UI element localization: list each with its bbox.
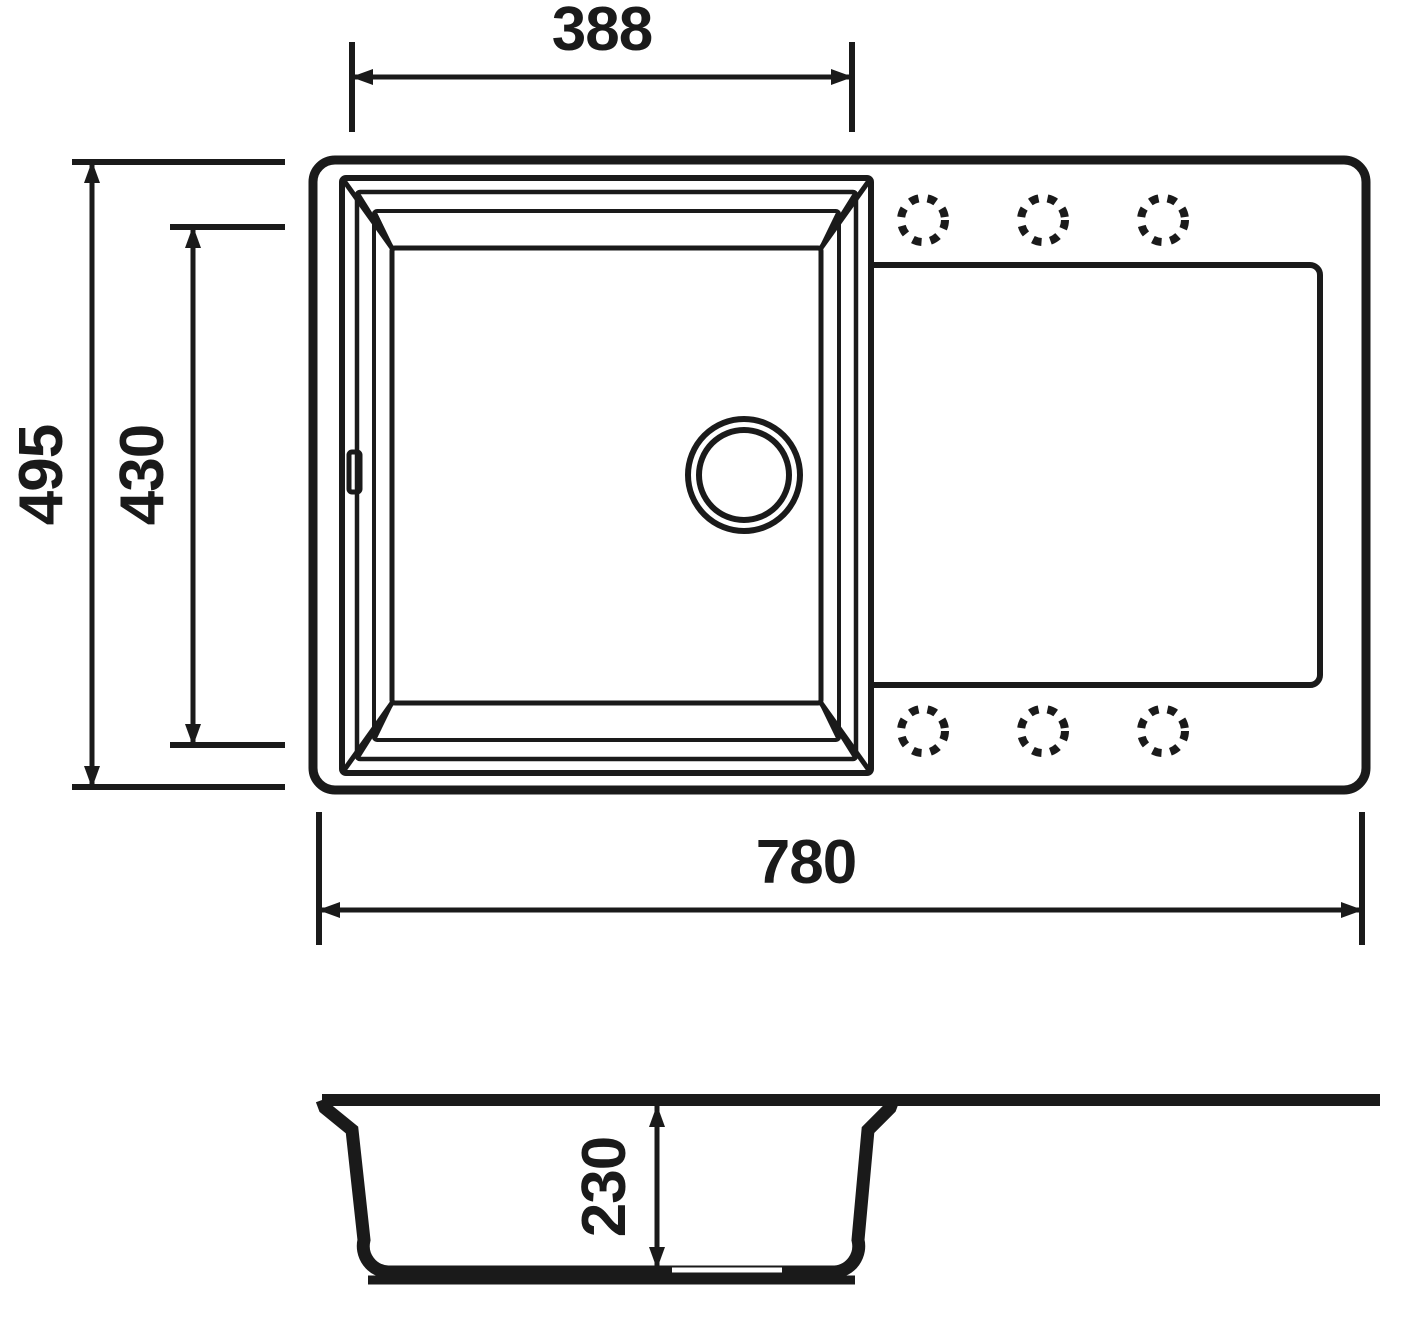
dimension-overall-height [72, 159, 285, 790]
section-view [315, 1094, 1380, 1285]
bowl-corner-bevel-top-left [339, 176, 395, 250]
dimension-label-230: 230 [570, 1137, 639, 1237]
dimension-overall-width [316, 812, 1365, 945]
dimension-label-430: 430 [108, 425, 177, 525]
section-bowl-walls [315, 1097, 900, 1279]
dimension-bowl-width [349, 42, 855, 132]
tap-hole-6 [1137, 705, 1189, 757]
drainer-board [871, 262, 1323, 688]
overflow-slot [346, 449, 363, 495]
bowl-wall-bevel [372, 209, 841, 742]
bowl-corner-bevel-bottom-left [339, 701, 395, 775]
dimension-label-780: 780 [756, 828, 856, 897]
tap-hole-1 [897, 194, 949, 246]
drain-outlet-inner-ring [696, 427, 792, 523]
top-view [308, 155, 1371, 795]
bowl-rim-outer [339, 175, 874, 776]
tap-hole-3 [1137, 194, 1189, 246]
tap-hole-4 [897, 705, 949, 757]
sink-outer-outline [308, 155, 1371, 795]
tap-hole-5 [1017, 705, 1069, 757]
bowl-corner-bevel-top-right [818, 176, 874, 250]
bowl-floor [389, 245, 824, 706]
bowl-corner-bevel-bottom-right [818, 701, 874, 775]
dimension-bowl-height [170, 224, 285, 748]
dimension-label-388: 388 [552, 0, 652, 64]
tap-hole-2 [1017, 194, 1069, 246]
drain-outlet-outer-ring [685, 416, 803, 534]
bowl-rim-inner [354, 189, 859, 762]
dimension-label-495: 495 [7, 425, 76, 525]
